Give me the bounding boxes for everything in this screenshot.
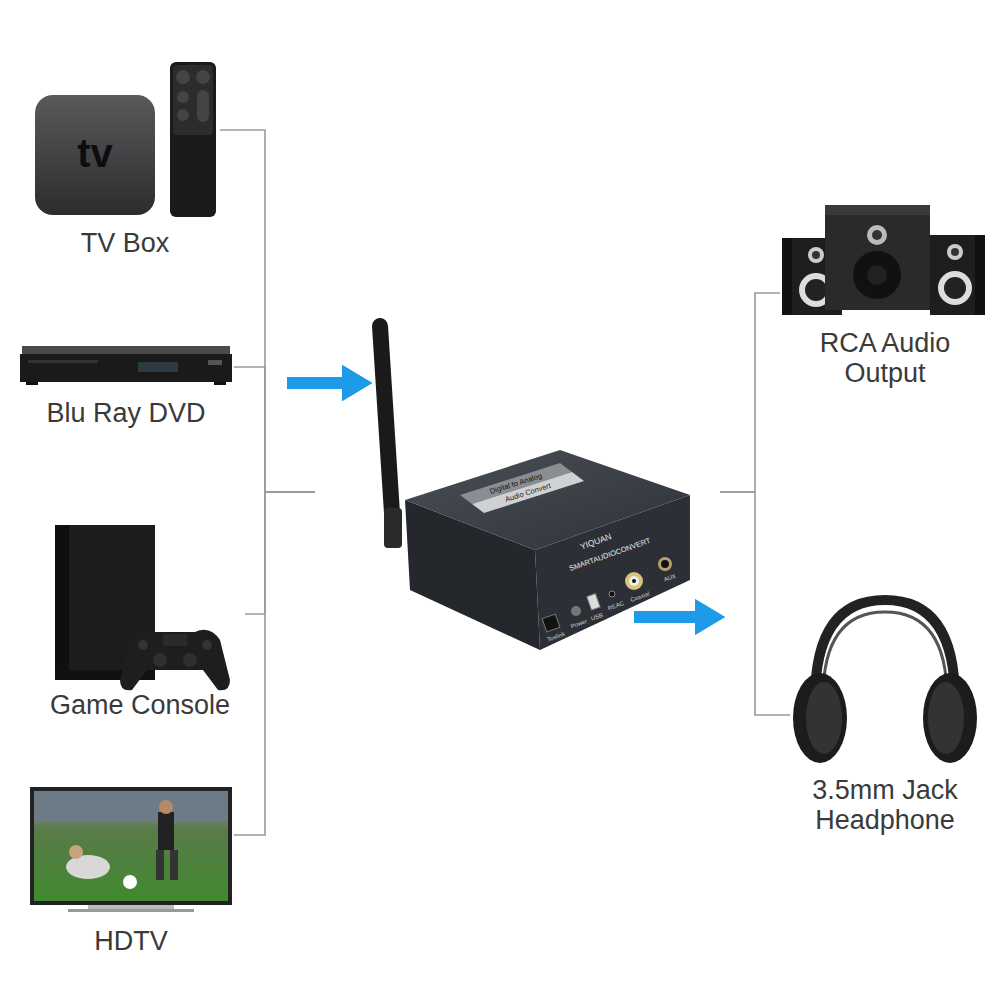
device-caption: 3.5mm Jack Headphone (790, 775, 980, 835)
device-node: Digital to AnalogAudio ConvertYIQUANSMAR… (372, 318, 634, 658)
flow-arrow (287, 365, 372, 401)
connector (220, 130, 372, 492)
device-caption: Blu Ray DVD (21, 398, 231, 428)
bracket-line (720, 293, 780, 492)
device-caption: RCA Audio Output (805, 328, 965, 388)
bracket-line (234, 492, 315, 835)
logo-text: tv (77, 131, 113, 175)
flow-arrow (634, 599, 725, 635)
bracket-line (220, 130, 315, 492)
device-caption: TV Box (35, 228, 215, 258)
flow-arrow (287, 365, 372, 401)
flow-arrow (634, 599, 725, 635)
device-caption: Game Console (36, 690, 244, 720)
device-node: 3.5mm Jack Headphone (790, 590, 980, 840)
device-node: tv TV Box (30, 60, 220, 265)
connector (234, 365, 372, 492)
bracket-line (245, 492, 315, 614)
device-node: Game Console (35, 520, 245, 725)
device-caption: HDTV (31, 926, 231, 956)
flow-arrow (287, 365, 372, 401)
device-node: RCA Audio Output (780, 200, 990, 395)
connector (245, 365, 372, 614)
flow-arrow (287, 365, 372, 401)
bracket-line (720, 492, 790, 715)
device-node: Blu Ray DVD (18, 340, 234, 435)
connector (234, 365, 372, 835)
device-node: HDTV (28, 782, 234, 962)
